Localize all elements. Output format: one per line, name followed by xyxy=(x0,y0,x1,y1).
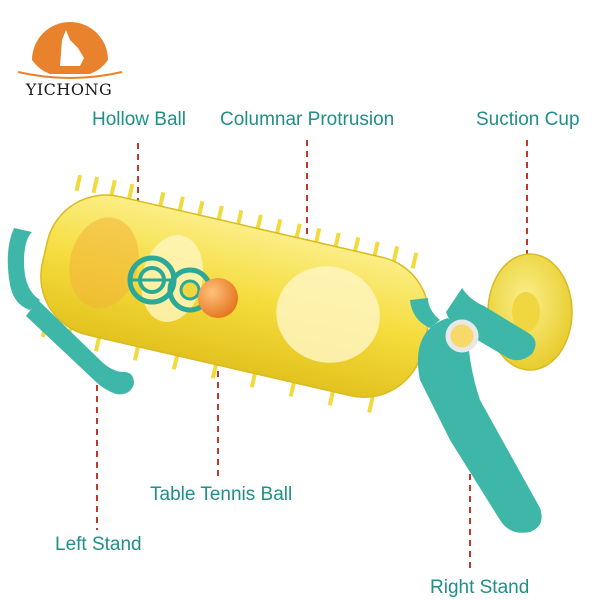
table-tennis-ball xyxy=(198,278,238,318)
hollow-ball-label: Hollow Ball xyxy=(92,109,186,130)
right-stand xyxy=(410,288,542,533)
brand-name: YICHONG xyxy=(25,80,113,99)
left-stand-label: Left Stand xyxy=(55,534,142,555)
fox-logo-icon xyxy=(17,22,123,79)
left-stand xyxy=(7,228,134,395)
table-tennis-ball-label: Table Tennis Ball xyxy=(150,484,293,505)
columnar-protrusion-label: Columnar Protrusion xyxy=(220,109,395,130)
right-stand-label: Right Stand xyxy=(430,577,530,598)
suction-cup-label: Suction Cup xyxy=(476,109,580,130)
